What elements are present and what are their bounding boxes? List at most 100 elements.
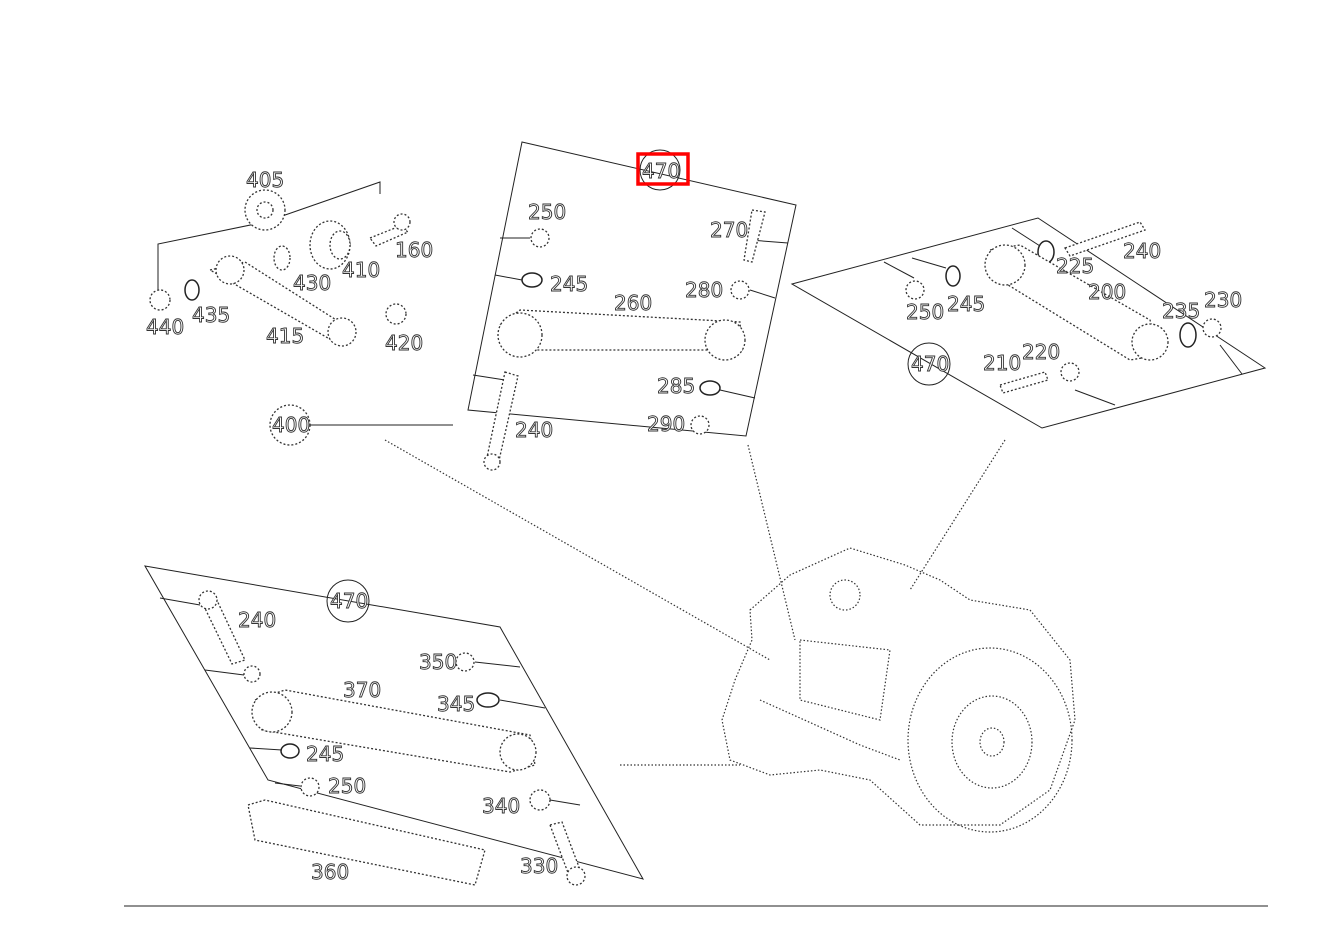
part-240-head-bottom <box>198 590 218 610</box>
part-245-washer-right <box>945 265 961 287</box>
part-345-washer <box>476 692 500 708</box>
part-415-eye <box>215 255 245 285</box>
group-bottom-left-frame <box>144 565 645 880</box>
leader-340 <box>549 799 581 806</box>
callout-330: 330 <box>520 854 558 878</box>
part-430-nut <box>273 245 291 271</box>
callout-470-circle <box>639 149 681 191</box>
leader-250-right <box>883 261 915 279</box>
group-top-center: 470 250 270 245 280 260 285 290 240 <box>467 141 797 471</box>
callout-405: 405 <box>246 168 284 192</box>
callout-470-top-center: 470 <box>642 159 680 183</box>
callout-270: 270 <box>710 218 748 242</box>
part-290-nut <box>690 415 710 435</box>
wheel-hub-inner <box>951 695 1033 789</box>
knuckle-arm <box>759 699 901 761</box>
part-370-bushing-left <box>251 691 293 733</box>
leader-345 <box>499 699 546 709</box>
wheel-hub-center <box>979 727 1005 757</box>
leader-240-bottom <box>159 597 201 606</box>
callout-400: 400 <box>272 413 310 437</box>
part-220-nut <box>1060 362 1080 382</box>
callout-200: 200 <box>1088 280 1126 304</box>
suspension-assembly-illustration <box>384 439 1076 833</box>
callout-250-center: 250 <box>528 200 566 224</box>
part-330-head <box>566 866 586 886</box>
callout-240-bottom: 240 <box>238 608 276 632</box>
callout-245-right: 245 <box>947 292 985 316</box>
leader-dotted-right <box>909 439 1006 591</box>
callout-245-center: 245 <box>550 272 588 296</box>
part-260-bushing-right <box>704 319 746 361</box>
callout-235: 235 <box>1162 299 1200 323</box>
leader-nut-bottom <box>204 669 245 676</box>
part-420-nut <box>385 303 407 325</box>
part-210-bolt <box>999 371 1049 394</box>
part-245-washer <box>521 272 543 288</box>
part-350-nut <box>455 652 475 672</box>
part-240-bolt-center <box>485 371 519 466</box>
wheel-hub <box>907 647 1073 833</box>
callout-225: 225 <box>1056 254 1094 278</box>
callout-370: 370 <box>343 678 381 702</box>
callout-290: 290 <box>647 412 685 436</box>
part-240-head-center <box>483 453 501 471</box>
callout-350: 350 <box>419 650 457 674</box>
leader-240-center <box>472 374 506 381</box>
part-410-inner <box>329 230 351 260</box>
group-top-right: 470 240 225 200 250 245 235 230 210 220 <box>790 217 1267 429</box>
part-415-end <box>327 317 357 347</box>
group-top-left: 405 160 410 430 440 435 415 420 400 <box>146 168 453 446</box>
part-370-bushing-right <box>499 733 537 771</box>
part-245-washer-bottom <box>280 743 300 759</box>
callout-210: 210 <box>983 351 1021 375</box>
callout-240-center: 240 <box>515 418 553 442</box>
callout-285: 285 <box>657 374 695 398</box>
callout-470-circle-bottom <box>326 579 370 623</box>
callout-415: 415 <box>266 324 304 348</box>
callout-470-bottom-left: 470 <box>330 589 368 613</box>
leader-250-bottom <box>274 782 301 787</box>
leader-245 <box>494 274 523 281</box>
part-230-nut <box>1202 318 1222 338</box>
part-435-washer <box>184 279 200 301</box>
knuckle-outline <box>721 547 1076 826</box>
leader-230 <box>1219 344 1243 375</box>
leader-350 <box>474 661 521 668</box>
part-nut-bottom <box>243 665 261 683</box>
callout-250-bottom: 250 <box>328 774 366 798</box>
part-270-bolt <box>743 209 766 263</box>
callout-220: 220 <box>1022 340 1060 364</box>
part-160-head <box>393 213 411 231</box>
leader-225 <box>1011 227 1041 247</box>
callout-430: 430 <box>293 271 331 295</box>
knuckle-mount <box>829 579 861 611</box>
leader-245-bottom <box>249 747 283 751</box>
callout-260: 260 <box>614 291 652 315</box>
callout-435: 435 <box>192 303 230 327</box>
part-405-hole <box>256 201 274 219</box>
part-360-link <box>247 799 486 886</box>
part-415-link <box>208 261 353 346</box>
callout-470-top-right: 470 <box>911 352 949 376</box>
part-440-nut <box>149 289 171 311</box>
part-260-bushing-left <box>497 312 543 358</box>
callout-345: 345 <box>437 692 475 716</box>
part-240-bolt-right <box>1064 221 1146 257</box>
highlight-box-470 <box>636 152 690 186</box>
part-235-washer <box>1179 322 1197 348</box>
leader-245-right <box>911 257 947 269</box>
callout-470-circle-right <box>907 342 951 386</box>
callout-280: 280 <box>685 278 723 302</box>
part-200-bushing-right <box>1131 323 1169 361</box>
callout-245-bottom: 245 <box>306 742 344 766</box>
group-top-center-frame <box>467 141 797 437</box>
part-250-nut <box>530 228 550 248</box>
leader-220 <box>1074 389 1116 406</box>
part-340-nut <box>529 789 551 811</box>
callout-340: 340 <box>482 794 520 818</box>
group-bottom-left: 470 240 350 370 345 245 250 340 360 330 <box>144 565 645 886</box>
callout-160: 160 <box>395 238 433 262</box>
leader-280 <box>749 289 776 299</box>
